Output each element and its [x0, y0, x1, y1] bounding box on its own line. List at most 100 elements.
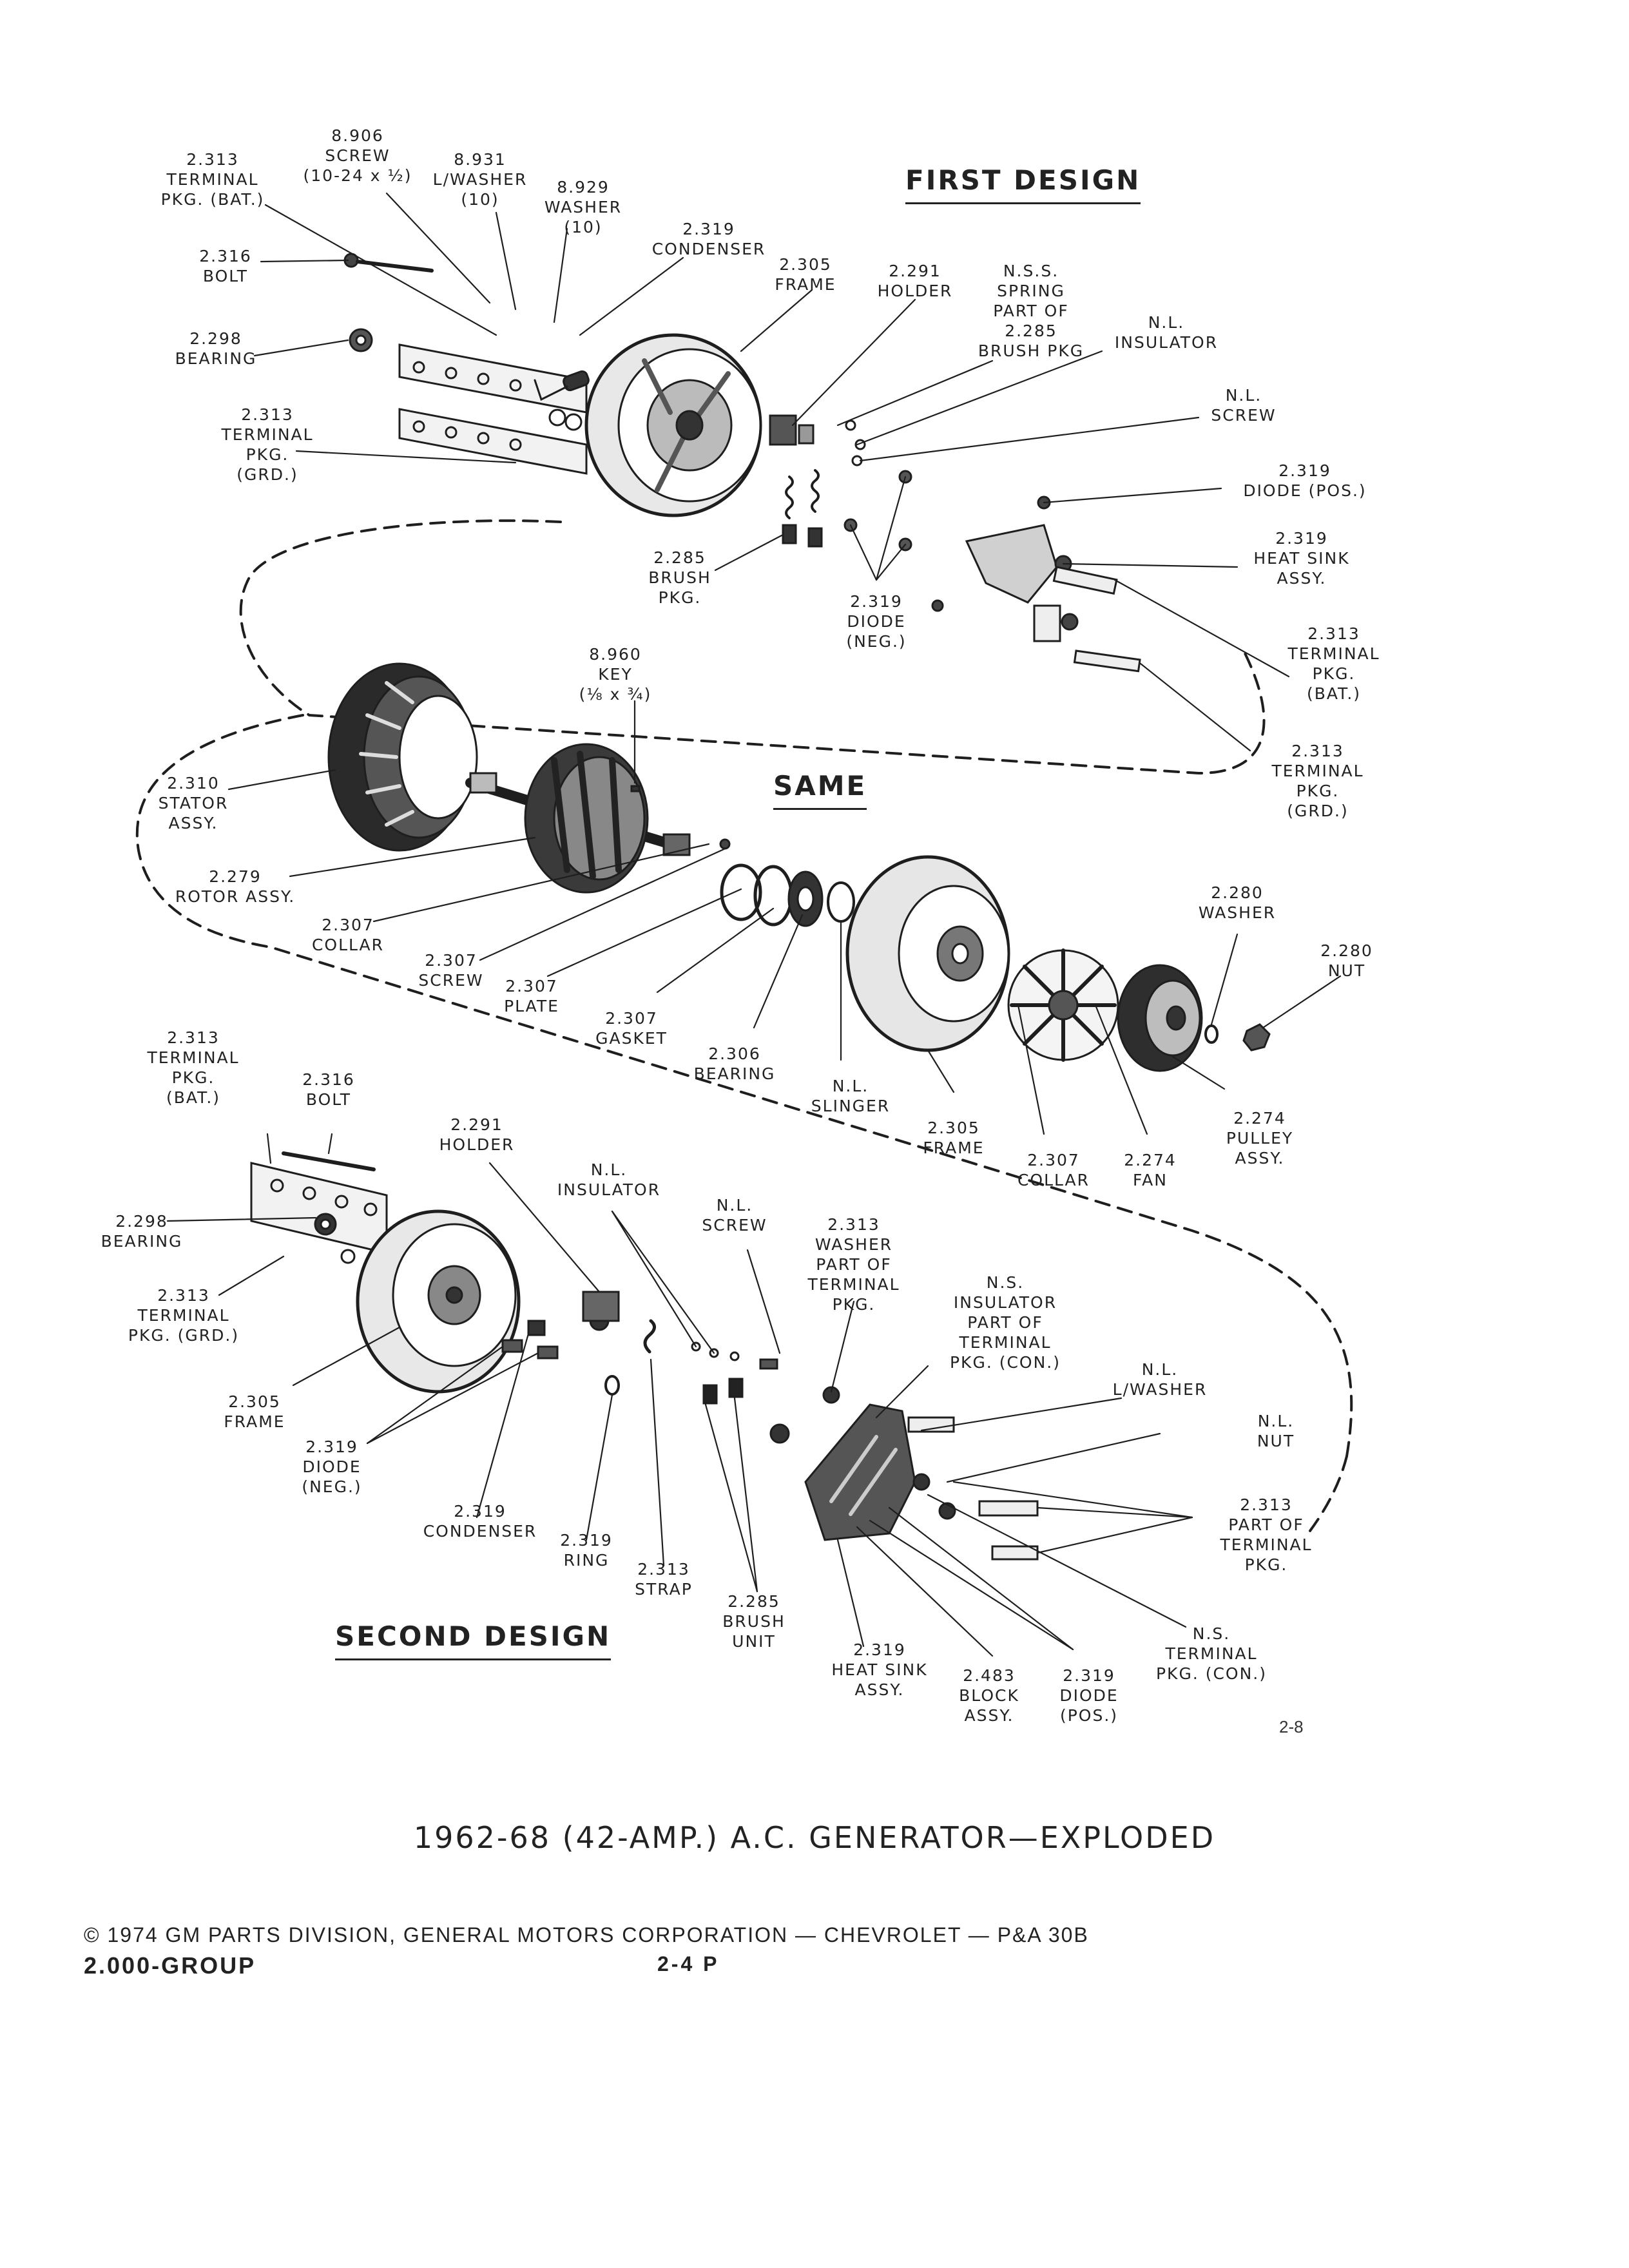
first-design-parts	[343, 253, 1141, 673]
label-line: GASKET	[595, 1029, 668, 1048]
label-line: TERMINAL	[147, 1048, 240, 1067]
label-line: BEARING	[175, 349, 257, 368]
label-line: (GRD.)	[236, 465, 298, 484]
label-line: 2.280	[1320, 941, 1373, 960]
label-line: PKG.	[658, 588, 702, 607]
label-line: 2.279	[209, 867, 262, 886]
label-line: HOLDER	[877, 282, 953, 300]
same-heading: SAME	[773, 770, 867, 810]
label-line: ASSY.	[1277, 569, 1327, 588]
label-screw-nl-top: N.L.SCREW	[1211, 385, 1276, 425]
label-line: PKG. (GRD.)	[128, 1326, 240, 1345]
label-line: 2.285	[653, 548, 706, 567]
label-line: STATOR	[158, 794, 229, 812]
label-line: (⅛ x ¾)	[579, 685, 652, 704]
label-line: TERMINAL	[166, 170, 259, 189]
label-line: 2.305	[779, 255, 832, 274]
label-line: 2.307	[1027, 1151, 1080, 1169]
label-line: 2.319	[850, 592, 903, 611]
label-line: (NEG.)	[302, 1477, 362, 1496]
label-line: INSULATOR	[1114, 333, 1219, 352]
label-line: DIODE	[1059, 1686, 1119, 1705]
label-line: PART OF	[967, 1313, 1043, 1332]
label-line: 2.313	[637, 1560, 690, 1579]
label-line: UNIT	[732, 1632, 776, 1651]
label-line: 2.298	[189, 329, 242, 348]
footer-copyright: © 1974 GM PARTS DIVISION, GENERAL MOTORS…	[84, 1923, 1089, 1946]
label-line: BRUSH	[722, 1612, 786, 1631]
label-line: NUT	[1257, 1432, 1295, 1450]
label-lwasher-bottom: N.L.L/WASHER	[1113, 1360, 1208, 1399]
label-line: SCREW	[418, 971, 484, 990]
common-parts	[327, 662, 1271, 1072]
label-line: 2.319	[1278, 461, 1331, 480]
label-line: 2.316	[199, 247, 252, 265]
brush-unit-part-2	[691, 1341, 840, 1444]
label-line: INSULATOR	[953, 1293, 1057, 1312]
label-line: FRAME	[923, 1139, 985, 1157]
label-nut-bottom: N.L.NUT	[1257, 1411, 1295, 1451]
terminal-strip-part	[398, 343, 588, 475]
label-line: BLOCK	[959, 1686, 1019, 1705]
pulley-part	[1117, 964, 1203, 1072]
label-insulator-top: N.L.INSULATOR	[1115, 312, 1218, 352]
page-number: 2-8	[1279, 1717, 1304, 1736]
label-line: NUT	[1327, 961, 1366, 980]
label-line: N.L.	[832, 1077, 869, 1095]
label-line: 2.274	[1124, 1151, 1177, 1169]
label-line: PKG. (CON.)	[1155, 1664, 1268, 1683]
label-line: N.L.	[1225, 386, 1262, 405]
label-line: 2.280	[1211, 883, 1264, 902]
label-line: N.L.	[1141, 1360, 1179, 1379]
label-line: 2.313	[1240, 1495, 1293, 1514]
label-line: 2.319	[1063, 1666, 1115, 1685]
label-line: 2.319	[682, 220, 735, 238]
label-line: 2.307	[322, 916, 374, 934]
label-line: 2.305	[927, 1119, 980, 1137]
first-design-boundary	[239, 519, 1266, 775]
label-line: ASSY.	[854, 1680, 905, 1699]
diode-condenser-parts-2	[501, 1311, 620, 1396]
label-line: TERMINAL	[221, 425, 314, 444]
label-line: L/WASHER	[1112, 1380, 1208, 1399]
label-line: 2.298	[115, 1212, 168, 1231]
label-line: 2.274	[1233, 1109, 1286, 1128]
label-line: PKG. (CON.)	[949, 1353, 1061, 1372]
same-parts-boundary	[135, 714, 1353, 1457]
label-line: (10-24 x ½)	[303, 166, 412, 185]
label-line: 2.306	[708, 1044, 761, 1063]
label-line: BRUSH	[648, 568, 711, 587]
label-line: DIODE (POS.)	[1243, 481, 1367, 500]
label-line: N.S.	[1192, 1624, 1231, 1643]
label-line: 8.931	[454, 150, 506, 169]
label-line: SCREW	[1211, 406, 1277, 425]
first-design-heading: FIRST DESIGN	[905, 164, 1141, 204]
label-line: ROTOR ASSY.	[175, 887, 296, 906]
label-line: 2.305	[228, 1392, 281, 1411]
label-line: HEAT SINK	[1253, 549, 1350, 568]
label-line: 2.291	[889, 262, 941, 280]
label-line: FRAME	[775, 275, 836, 294]
label-line: PKG.	[1244, 1555, 1288, 1574]
